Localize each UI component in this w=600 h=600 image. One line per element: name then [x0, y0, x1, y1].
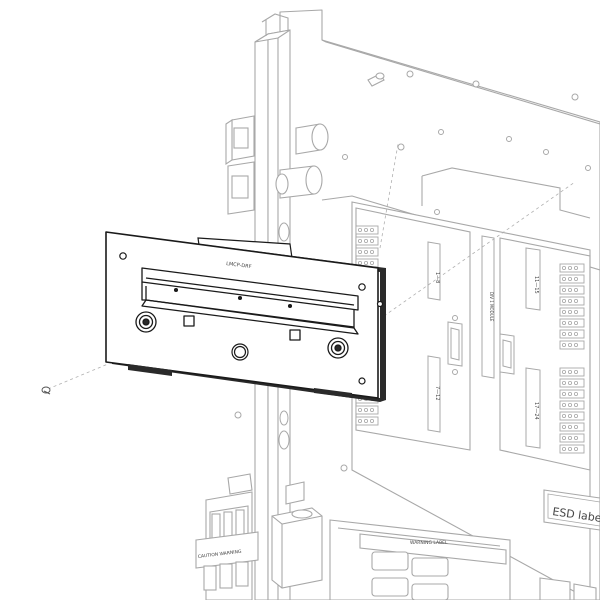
terminal-screw-icon	[363, 249, 368, 254]
screw-icon	[41, 386, 51, 395]
terminal-screw-icon	[574, 320, 579, 325]
terminal-screw-icon	[562, 320, 567, 325]
module-right-bottom-label: 17—24	[533, 402, 539, 420]
terminal-screw-icon	[568, 424, 573, 429]
terminal-screw-icon	[357, 238, 362, 243]
terminal-screw-icon	[369, 260, 374, 265]
terminal-screw-icon	[574, 331, 579, 336]
esd-label-plate: ESD label	[543, 489, 600, 531]
standoff-cylinders	[275, 123, 329, 199]
terminal-screw-icon	[568, 402, 573, 407]
terminal-screw-icon	[568, 287, 573, 292]
terminal-screw-icon	[568, 369, 573, 374]
terminal-screw-icon	[568, 265, 573, 270]
terminal-screw-icon	[562, 413, 567, 418]
terminal-screw-icon	[568, 298, 573, 303]
terminal-screw-icon	[574, 446, 579, 451]
terminal-screw-icon	[574, 342, 579, 347]
terminal-screw-icon	[574, 276, 579, 281]
terminal-screw-icon	[574, 424, 579, 429]
terminal-screw-icon	[357, 418, 362, 423]
terminal-screw-icon	[568, 320, 573, 325]
terminal-screw-icon	[568, 413, 573, 418]
terminal-screw-icon	[568, 435, 573, 440]
terminal-screw-icon	[574, 265, 579, 270]
mount-hole-icon	[119, 252, 384, 385]
terminal-screw-icon	[363, 418, 368, 423]
terminal-screw-icon	[562, 369, 567, 374]
top-pin	[367, 72, 385, 87]
terminal-screw-icon	[568, 276, 573, 281]
terminal-screw-icon	[369, 227, 374, 232]
terminal-block-icon	[559, 263, 585, 454]
din-rail	[141, 267, 359, 341]
terminal-screw-icon	[357, 227, 362, 232]
module-right-top-label: 11—15	[533, 276, 539, 294]
terminal-screw-icon	[363, 407, 368, 412]
terminal-screw-icon	[574, 309, 579, 314]
terminal-screw-icon	[562, 342, 567, 347]
relay-cluster	[195, 473, 259, 600]
terminal-screw-icon	[562, 446, 567, 451]
terminal-screw-icon	[363, 238, 368, 243]
terminal-screw-icon	[562, 287, 567, 292]
bottom-connector-plate	[329, 519, 597, 600]
divider-label: DIV 1 MODULE	[489, 292, 494, 322]
terminal-screw-icon	[568, 380, 573, 385]
terminal-screw-icon	[574, 413, 579, 418]
terminal-screw-icon	[574, 369, 579, 374]
panel-tag-label: LMCP-DRF	[226, 261, 252, 270]
terminal-screw-icon	[369, 238, 374, 243]
terminal-screw-icon	[562, 309, 567, 314]
terminal-screw-icon	[363, 227, 368, 232]
module-left-top-label: 1—8	[434, 272, 440, 283]
terminal-screw-icon	[574, 402, 579, 407]
terminal-screw-icon	[568, 391, 573, 396]
terminal-screw-icon	[568, 342, 573, 347]
terminal-screw-icon	[357, 407, 362, 412]
terminal-screw-icon	[574, 391, 579, 396]
terminal-screw-icon	[562, 402, 567, 407]
terminal-screw-icon	[568, 331, 573, 336]
warning-label-text: WARNING LABEL	[410, 540, 448, 546]
terminal-screw-icon	[562, 265, 567, 270]
caution-label-text: CAUTION WARNING	[198, 549, 243, 560]
terminal-screw-icon	[574, 298, 579, 303]
terminal-screw-icon	[574, 287, 579, 292]
terminal-screw-icon	[574, 380, 579, 385]
terminal-screw-icon	[562, 424, 567, 429]
terminal-screw-icon	[363, 260, 368, 265]
terminal-screw-icon	[562, 298, 567, 303]
terminal-screw-icon	[562, 276, 567, 281]
terminal-screw-icon	[357, 249, 362, 254]
terminal-screw-icon	[562, 435, 567, 440]
terminal-screw-icon	[574, 435, 579, 440]
module-left-bottom-label: 7—12	[434, 386, 440, 401]
column-holes	[278, 222, 290, 450]
terminal-screw-icon	[562, 391, 567, 396]
rail-end-screw-icon	[135, 311, 349, 359]
module-strips	[427, 235, 541, 449]
terminal-screw-icon	[357, 260, 362, 265]
terminal-screw-icon	[562, 331, 567, 336]
junction-box	[271, 481, 323, 589]
terminal-screw-icon	[568, 446, 573, 451]
module-strip-labels: 1—8 7—12 DIV 1 MODULE 11—15 17—24	[434, 272, 539, 420]
column-brackets	[225, 115, 255, 215]
terminal-screw-icon	[369, 418, 374, 423]
terminal-screw-icon	[568, 309, 573, 314]
terminal-screw-icon	[562, 380, 567, 385]
assembly-guide-lines	[47, 143, 576, 390]
db9-connector-icon	[447, 315, 515, 375]
terminal-screw-icon	[369, 407, 374, 412]
terminal-screw-icon	[369, 249, 374, 254]
